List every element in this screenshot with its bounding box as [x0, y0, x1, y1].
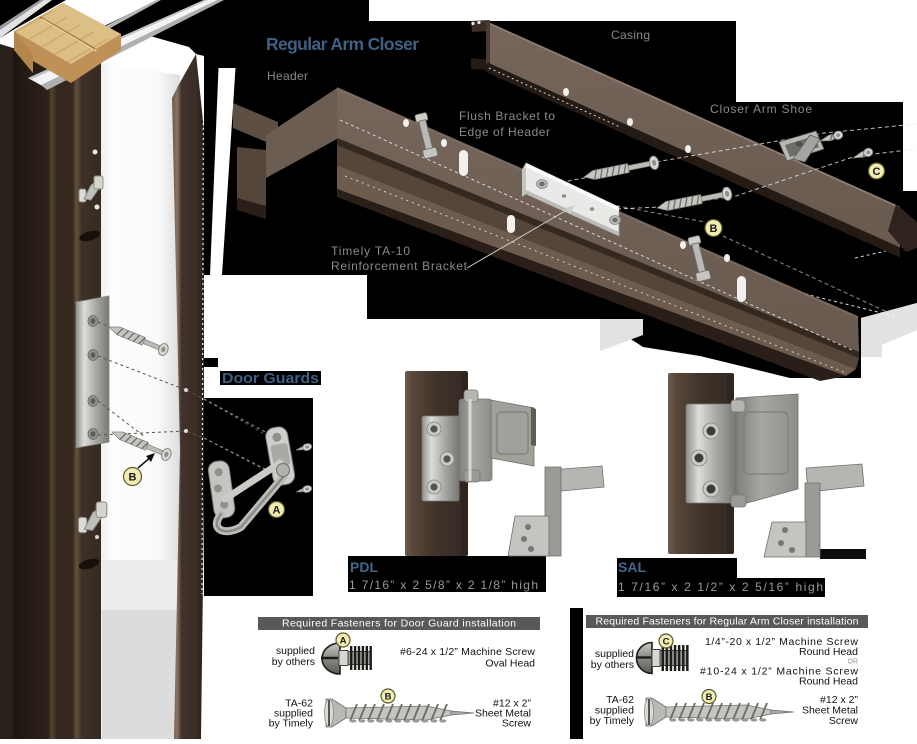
svg-text:A: A	[273, 505, 281, 517]
svg-text:Door Guards: Door Guards	[222, 371, 319, 387]
svg-text:Oval Head: Oval Head	[485, 658, 535, 670]
svg-text:#10-24 x 1/2” Machine Screw: #10-24 x 1/2” Machine Screw	[700, 666, 858, 678]
svg-text:Header: Header	[267, 69, 308, 83]
svg-text:B: B	[710, 223, 718, 235]
svg-text:Flush Bracket to: Flush Bracket to	[459, 109, 555, 123]
svg-text:supplied: supplied	[595, 648, 634, 660]
svg-text:Regular Arm Closer: Regular Arm Closer	[266, 34, 419, 54]
svg-text:supplied: supplied	[595, 705, 634, 717]
svg-text:TA-62: TA-62	[606, 694, 634, 706]
svg-text:#12 x 2”: #12 x 2”	[820, 694, 858, 706]
svg-text:C: C	[663, 636, 670, 647]
svg-text:Sheet Metal: Sheet Metal	[802, 705, 858, 717]
svg-text:Round Head: Round Head	[799, 676, 858, 688]
svg-text:Timely TA-10: Timely TA-10	[331, 244, 410, 258]
svg-text:#12 x 2”: #12 x 2”	[493, 698, 531, 710]
svg-text:#6-24 x 1/2” Machine Screw: #6-24 x 1/2” Machine Screw	[400, 646, 535, 658]
svg-text:by Timely: by Timely	[590, 715, 635, 727]
svg-text:A: A	[340, 635, 347, 646]
svg-text:Closer Arm Shoe: Closer Arm Shoe	[710, 102, 812, 116]
svg-text:1/4”-20 x 1/2” Machine Screw: 1/4”-20 x 1/2” Machine Screw	[705, 636, 858, 648]
svg-text:SAL: SAL	[618, 559, 646, 575]
svg-text:C: C	[873, 166, 881, 178]
svg-text:by others: by others	[272, 656, 315, 668]
svg-text:B: B	[385, 691, 392, 702]
svg-text:Screw: Screw	[829, 715, 859, 727]
svg-text:by Timely: by Timely	[269, 718, 314, 730]
svg-text:TA-62: TA-62	[285, 698, 313, 710]
svg-text:supplied: supplied	[276, 645, 315, 657]
svg-text:OR: OR	[848, 659, 859, 666]
svg-text:by others: by others	[591, 659, 634, 671]
svg-text:supplied: supplied	[274, 708, 313, 720]
svg-text:1 7/16” x 2 1/2” x 2 5/16” hig: 1 7/16” x 2 1/2” x 2 5/16” high	[618, 580, 823, 594]
svg-text:Required Fasteners for Regular: Required Fasteners for Regular Arm Close…	[596, 616, 859, 628]
svg-text:Screw: Screw	[502, 718, 532, 730]
svg-text:Edge of Header: Edge of Header	[459, 125, 550, 139]
svg-text:PDL: PDL	[350, 559, 378, 575]
svg-text:Required Fasteners for Door Gu: Required Fasteners for Door Guard instal…	[282, 618, 516, 630]
svg-text:B: B	[129, 472, 137, 484]
svg-text:B: B	[706, 692, 713, 703]
svg-text:Round Head: Round Head	[799, 646, 858, 658]
svg-text:Reinforcement Bracket: Reinforcement Bracket	[331, 259, 468, 273]
svg-text:Casing: Casing	[611, 28, 650, 42]
svg-text:Sheet Metal: Sheet Metal	[475, 708, 531, 720]
svg-text:1 7/16” x 2 5/8” x 2 1/8” high: 1 7/16” x 2 5/8” x 2 1/8” high	[349, 578, 538, 592]
